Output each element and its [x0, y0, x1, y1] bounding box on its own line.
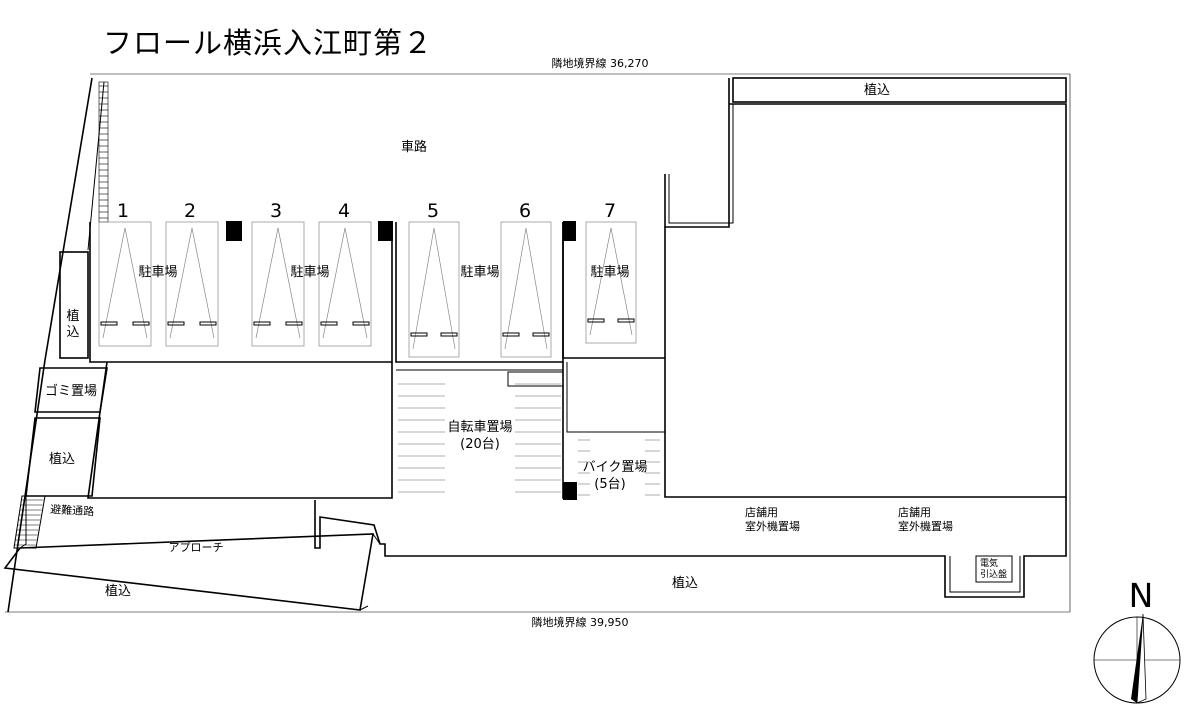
parking-label: 駐車場 — [290, 265, 329, 280]
parking-number: 6 — [519, 200, 531, 222]
parking-stalls — [98, 221, 637, 358]
parking-block-mid — [395, 222, 564, 363]
approach-label: アプローチ — [169, 541, 224, 554]
parking-stall — [251, 221, 305, 347]
parking-label: 駐車場 — [460, 265, 499, 280]
east-building-inner — [668, 104, 734, 224]
parking-number: 3 — [270, 200, 282, 222]
bicycle-stair-lines — [398, 383, 561, 493]
road-label: 車路 — [401, 139, 427, 155]
bike-stair-lines — [578, 439, 660, 496]
pillar — [563, 482, 577, 500]
planting-left-1-box — [59, 251, 89, 359]
bicycle-label: 自転車置場 — [447, 420, 512, 435]
west-wall-outer — [44, 77, 93, 361]
pillar — [378, 221, 393, 241]
planting-bottom-label: 植込 — [672, 576, 698, 591]
planting-top-box — [732, 77, 1067, 103]
south-boundary-label: 隣地境界線 39,950 — [532, 615, 629, 629]
electric-panel-box — [975, 555, 1013, 583]
parking-stall — [408, 221, 460, 358]
parking-block-left — [89, 222, 393, 363]
central-block — [87, 361, 393, 499]
planting-top-label: 植込 — [864, 83, 890, 98]
parking-number: 7 — [604, 200, 616, 222]
south-building-wall — [314, 497, 1067, 598]
north-boundary-label: 隣地境界線 36,270 — [552, 56, 649, 70]
parking-number: 5 — [427, 200, 439, 222]
parking-stall — [98, 221, 152, 347]
store-unit-label: 室外機置場 — [745, 519, 800, 533]
east-building — [664, 78, 1067, 498]
bike-label: バイク置場 — [583, 460, 648, 475]
store-unit-label: 店舗用 — [898, 505, 931, 519]
west-ladder-rungs — [99, 85, 108, 219]
electric-panel-label: 電気 — [980, 557, 998, 569]
evacuation-label: 避難通路 — [50, 502, 95, 518]
store-unit-label: 室外機置場 — [898, 519, 953, 533]
plan-title: フロール横浜入江町第２ — [103, 26, 434, 60]
compass-north-label: N — [1129, 576, 1154, 615]
parking-label: 駐車場 — [590, 265, 629, 280]
parking-stall — [585, 221, 637, 344]
pillar — [563, 221, 576, 241]
planting-left-1-label: 植 — [66, 309, 79, 324]
store-unit-label: 店舗用 — [745, 505, 778, 519]
north-arrow-icon — [1131, 614, 1143, 703]
evacuation-stair-rungs — [13, 499, 44, 546]
planting-left-1-label: 込 — [66, 325, 79, 340]
bicycle-capacity: (20台) — [460, 437, 500, 452]
parking-number: 1 — [117, 200, 129, 222]
parking-stall — [500, 221, 552, 358]
parking-label: 駐車場 — [138, 265, 177, 280]
parking-number: 4 — [338, 200, 350, 222]
planting-left-2-label: 植込 — [49, 452, 75, 467]
compass: N — [1093, 576, 1181, 704]
parking-stall — [318, 221, 372, 347]
parking-block-right — [562, 222, 665, 359]
parking-stall — [165, 221, 219, 347]
parking-number: 2 — [184, 200, 196, 222]
electric-panel-label: 引込盤 — [980, 568, 1007, 580]
pillar — [226, 221, 242, 241]
planting-left-2-box — [25, 417, 101, 497]
garbage-label: ゴミ置場 — [45, 383, 97, 399]
planting-bottom-left-label: 植込 — [105, 584, 131, 599]
bike-capacity: (5台) — [594, 477, 625, 492]
